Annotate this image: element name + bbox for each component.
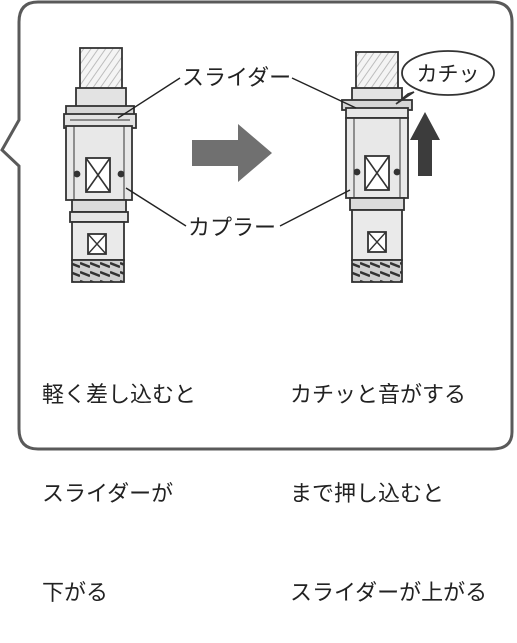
coupler-leader-right	[279, 189, 351, 227]
left-upper-pipe	[79, 47, 123, 91]
slider-label: スライダー	[182, 66, 291, 91]
right-caption-line-2: まで押し込むと	[290, 482, 445, 507]
coupler-label: カプラー	[188, 216, 276, 241]
right-caption-line-1: カチッと音がする	[290, 383, 467, 408]
left-caption-line-2: スライダーが	[42, 482, 174, 507]
click-sound-label: カチッ	[417, 62, 480, 86]
left-caption-line-1: 軽く差し込むと	[42, 383, 197, 408]
up-arrow-icon	[410, 112, 440, 176]
right-fitting	[341, 51, 413, 283]
diagram-canvas: カチッ スライダー カプラー	[0, 0, 514, 451]
slider-leader-left	[117, 77, 181, 119]
click-sound-bubble: カチッ	[395, 50, 495, 105]
right-caption-line-3: スライダーが上がる	[290, 581, 488, 606]
coupler-leader-left	[125, 187, 187, 227]
right-arrow-icon	[192, 124, 272, 182]
right-upper-pipe	[355, 51, 399, 91]
left-thread	[71, 259, 125, 283]
instruction-diagram: カチッ スライダー カプラー 軽く差し込むと スライダーが 下がる カチッと音が…	[0, 0, 514, 606]
left-pipe-collar	[75, 87, 127, 109]
right-thread	[351, 259, 403, 283]
left-caption: 軽く差し込むと スライダーが 下がる	[42, 313, 196, 643]
right-caption: カチッと音がする まで押し込むと スライダーが上がる	[290, 313, 487, 643]
slider-leader-right	[291, 77, 357, 109]
left-caption-line-3: 下がる	[42, 581, 109, 606]
